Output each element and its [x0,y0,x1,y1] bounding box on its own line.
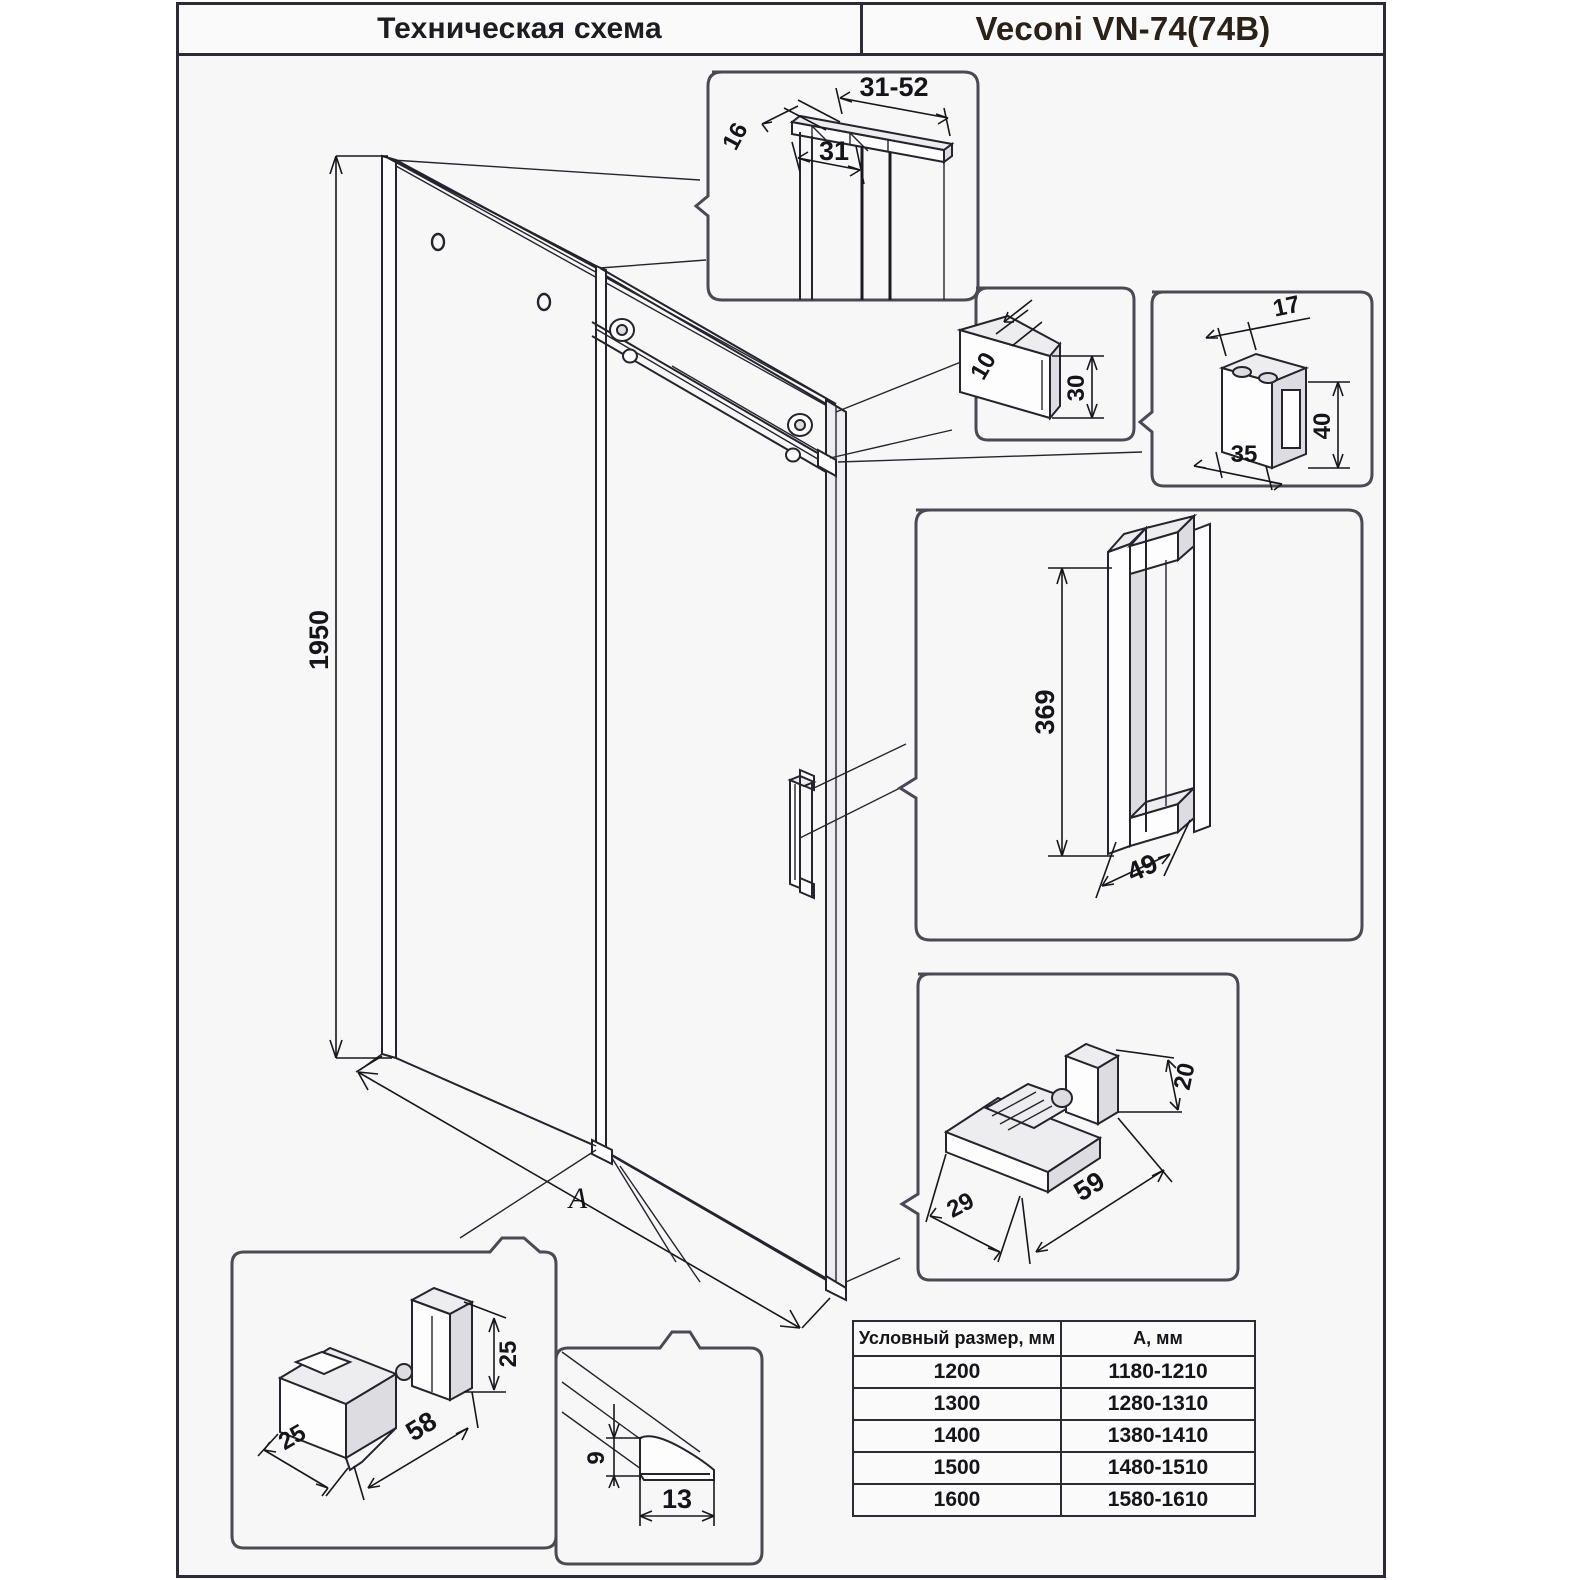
model-title-cell: Veconi VN-74(74B) [863,5,1383,53]
cell-a-range: 1280-1310 [1060,1386,1256,1421]
table-header-row: Условный размер, мм А, мм [852,1320,1256,1357]
cell-a-range: 1580-1610 [1060,1482,1256,1517]
title-bar: Техническая схема Veconi VN-74(74B) [176,2,1386,56]
cell-nominal-size: 1200 [852,1354,1062,1389]
cell-a-range: 1180-1210 [1060,1354,1256,1389]
cell-a-range: 1480-1510 [1060,1450,1256,1485]
cell-nominal-size: 1300 [852,1386,1062,1421]
scheme-title: Техническая схема [377,12,662,45]
col-header-nominal-size: Условный размер, мм [852,1320,1062,1357]
cell-nominal-size: 1500 [852,1450,1062,1485]
scheme-title-cell: Техническая схема [179,5,863,53]
cell-nominal-size: 1600 [852,1482,1062,1517]
cell-a-range: 1380-1410 [1060,1418,1256,1453]
model-title: Veconi VN-74(74B) [975,10,1271,47]
cell-nominal-size: 1400 [852,1418,1062,1453]
col-header-a: А, мм [1060,1320,1256,1357]
